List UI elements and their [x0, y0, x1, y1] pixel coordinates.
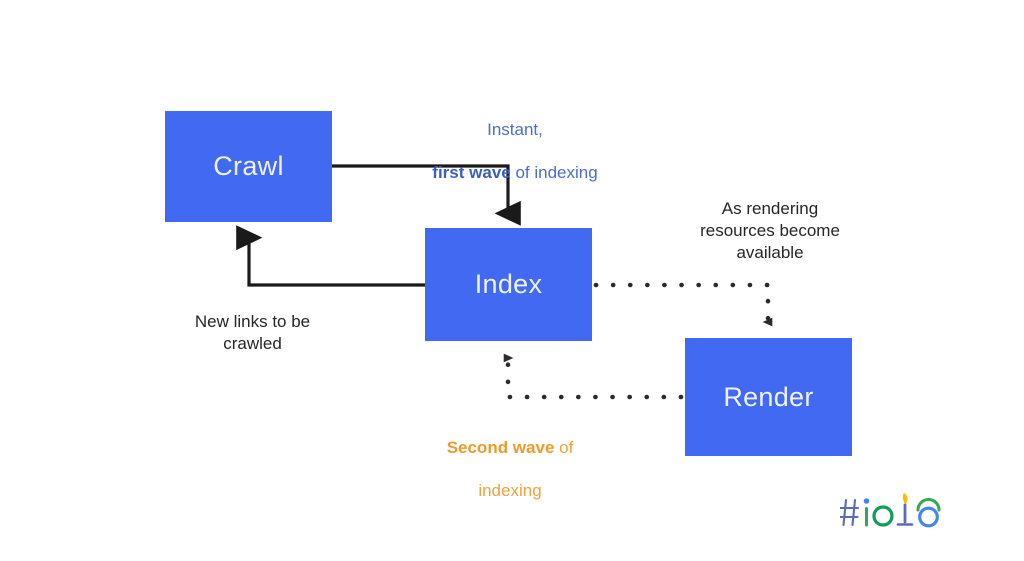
node-crawl[interactable]: Crawl — [165, 111, 332, 222]
connector-index-to-render — [593, 282, 773, 327]
annotation-second-wave-rest: of — [554, 437, 574, 457]
node-crawl-label: Crawl — [213, 151, 284, 181]
annotation-first-wave-line1: Instant, — [487, 119, 543, 139]
annotation-new-links: New links to be crawled — [194, 312, 311, 353]
node-render[interactable]: Render — [685, 338, 852, 456]
node-index-label: Index — [474, 269, 543, 299]
io18-logo — [840, 493, 941, 528]
annotation-first-wave: Instant, first wave of indexing — [385, 97, 645, 206]
node-index[interactable]: Index — [425, 228, 592, 341]
annotation-second-wave: Second wave of indexing — [400, 415, 620, 524]
connector-render-to-index — [503, 353, 684, 400]
logo-eight-arc-icon — [916, 498, 941, 512]
logo-o-first-icon — [872, 505, 894, 527]
annotation-rendering-resources: As rendering resources become available — [700, 199, 840, 262]
logo-one-flame-icon — [902, 493, 908, 505]
annotation-first-wave-bold: first wave — [432, 163, 511, 183]
annotation-first-wave-line2: first wave of indexing — [385, 162, 645, 184]
annotation-second-wave-line2: indexing — [478, 481, 542, 501]
annotation-second-wave-line1: Second wave of — [400, 437, 620, 459]
connector-index-to-crawl — [236, 225, 425, 287]
annotation-first-wave-rest: of indexing — [510, 163, 598, 183]
logo-i-dot-icon — [863, 498, 870, 504]
annotation-second-wave-bold: Second wave — [446, 437, 555, 457]
logo-hash-icon — [840, 498, 860, 527]
node-render-label: Render — [723, 381, 814, 412]
logo-o-last-icon — [918, 506, 939, 528]
